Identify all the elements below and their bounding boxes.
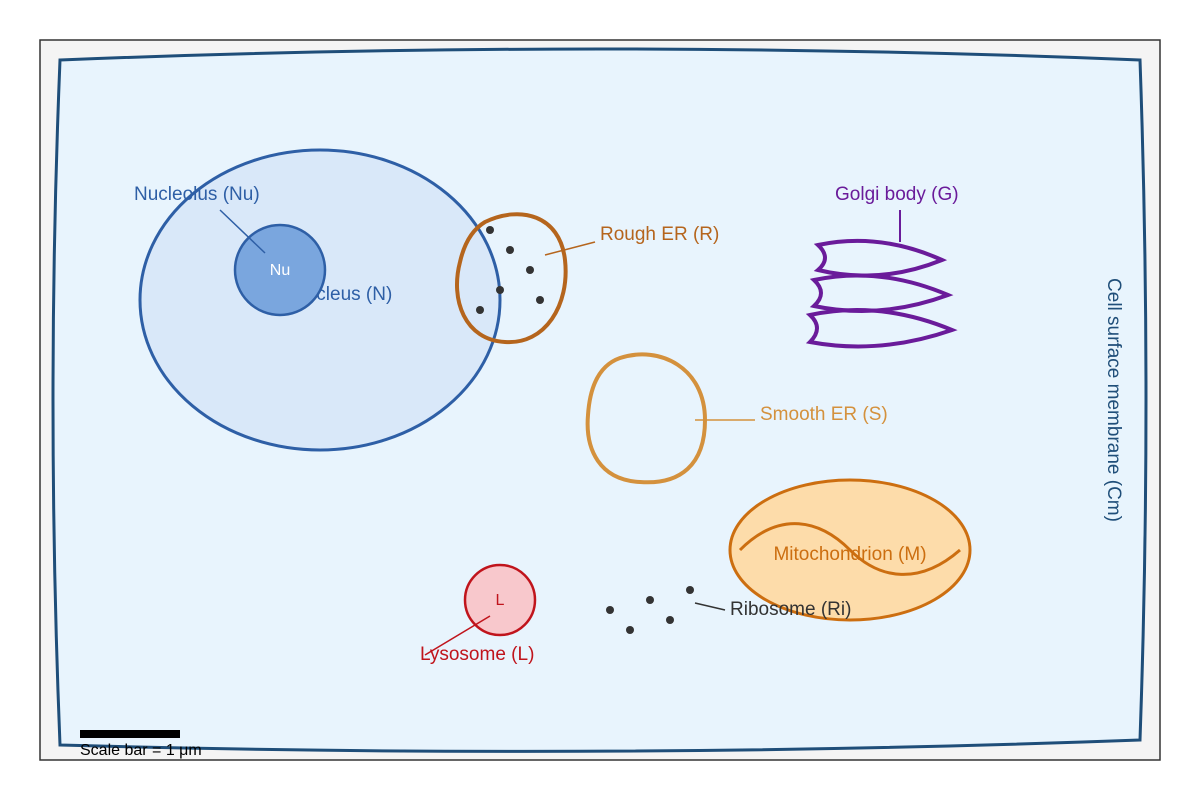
mitochondrion-label: Mitochondrion (M) [773, 544, 926, 565]
nucleus [138, 148, 502, 452]
rough-er-leader [544, 241, 596, 256]
rough-er-ribosome [476, 306, 484, 314]
free-ribosome [646, 596, 654, 604]
free-ribosome [666, 616, 674, 624]
mitochondrion-cristae [738, 522, 961, 576]
rough-er-ribosome [526, 266, 534, 274]
smooth-er-label: Smooth ER (S) [760, 404, 888, 425]
lysosome-label: Lysosome (L) [420, 644, 534, 665]
rough-er-ribosome [496, 286, 504, 294]
rough-er [455, 212, 568, 345]
lysosome-short-label: L [496, 592, 505, 609]
ribosome-label: Ribosome (Ri) [730, 599, 851, 620]
ribosome-leader [694, 602, 726, 611]
nucleolus-short-label: Nu [270, 262, 290, 279]
rough-er-ribosome [486, 226, 494, 234]
free-ribosome [606, 606, 614, 614]
free-ribosome [686, 586, 694, 594]
scale-label: Scale bar = 1 μm [80, 742, 202, 759]
scale-bar [80, 730, 180, 738]
lysosome-leader [424, 615, 491, 656]
nucleolus-label: Nucleolus (Nu) [134, 184, 260, 205]
nucleolus-leader [219, 209, 266, 254]
membrane-label: Cell surface membrane (Cm) [1103, 278, 1124, 522]
rough-er-label: Rough ER (R) [600, 224, 719, 245]
smooth-er [585, 352, 708, 485]
lysosome [463, 563, 537, 637]
free-ribosome [626, 626, 634, 634]
golgi-cisterna-2 [809, 273, 954, 313]
golgi-cisterna-3 [805, 308, 958, 349]
nucleolus [233, 223, 327, 317]
rough-er-ribosome [506, 246, 514, 254]
golgi-label: Golgi body (G) [835, 184, 959, 205]
golgi-cisterna-1 [813, 238, 948, 278]
rough-er-ribosome [536, 296, 544, 304]
